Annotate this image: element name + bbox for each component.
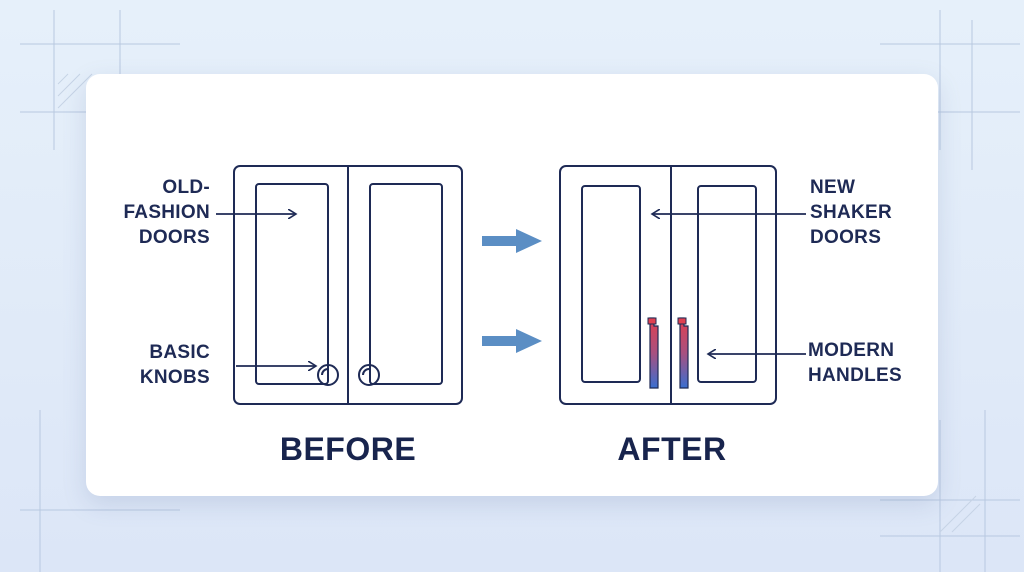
after-caption: AFTER [617,431,727,467]
label-line: HANDLES [808,365,902,386]
old-fashion-doors-label: OLD- FASHION DOORS [104,175,210,250]
after-cabinet [559,165,777,405]
label-line: SHAKER [810,202,893,223]
label-line: MODERN [808,340,895,361]
before-caption: BEFORE [279,431,417,467]
label-line: DOORS [138,227,210,248]
label-line: FASHION [123,202,210,223]
label-line: DOORS [810,227,882,248]
cabinet-diagram [216,165,806,405]
modern-handle-icon [677,317,689,389]
transition-arrow-bottom [482,329,542,353]
after-cabinet-frame [559,165,777,405]
new-shaker-doors-label: NEW SHAKER DOORS [810,175,920,250]
label-line: KNOBS [139,367,210,388]
diagram-card: OLD- FASHION DOORS BASIC KNOBS NEW SHAKE… [86,74,938,496]
modern-handle-icon [647,317,659,389]
before-cabinet [233,165,463,405]
label-line: NEW [810,177,856,198]
knob-icon [358,364,380,386]
transition-arrow-top [482,229,542,253]
label-line: BASIC [149,342,210,363]
label-line: OLD- [162,177,210,198]
modern-handles-label: MODERN HANDLES [808,338,928,388]
before-right-door-panel [369,183,443,385]
knob-icon [317,364,339,386]
basic-knobs-label: BASIC KNOBS [104,340,210,390]
after-right-shaker-panel [697,185,757,383]
before-left-door-panel [255,183,329,385]
after-left-shaker-panel [581,185,641,383]
